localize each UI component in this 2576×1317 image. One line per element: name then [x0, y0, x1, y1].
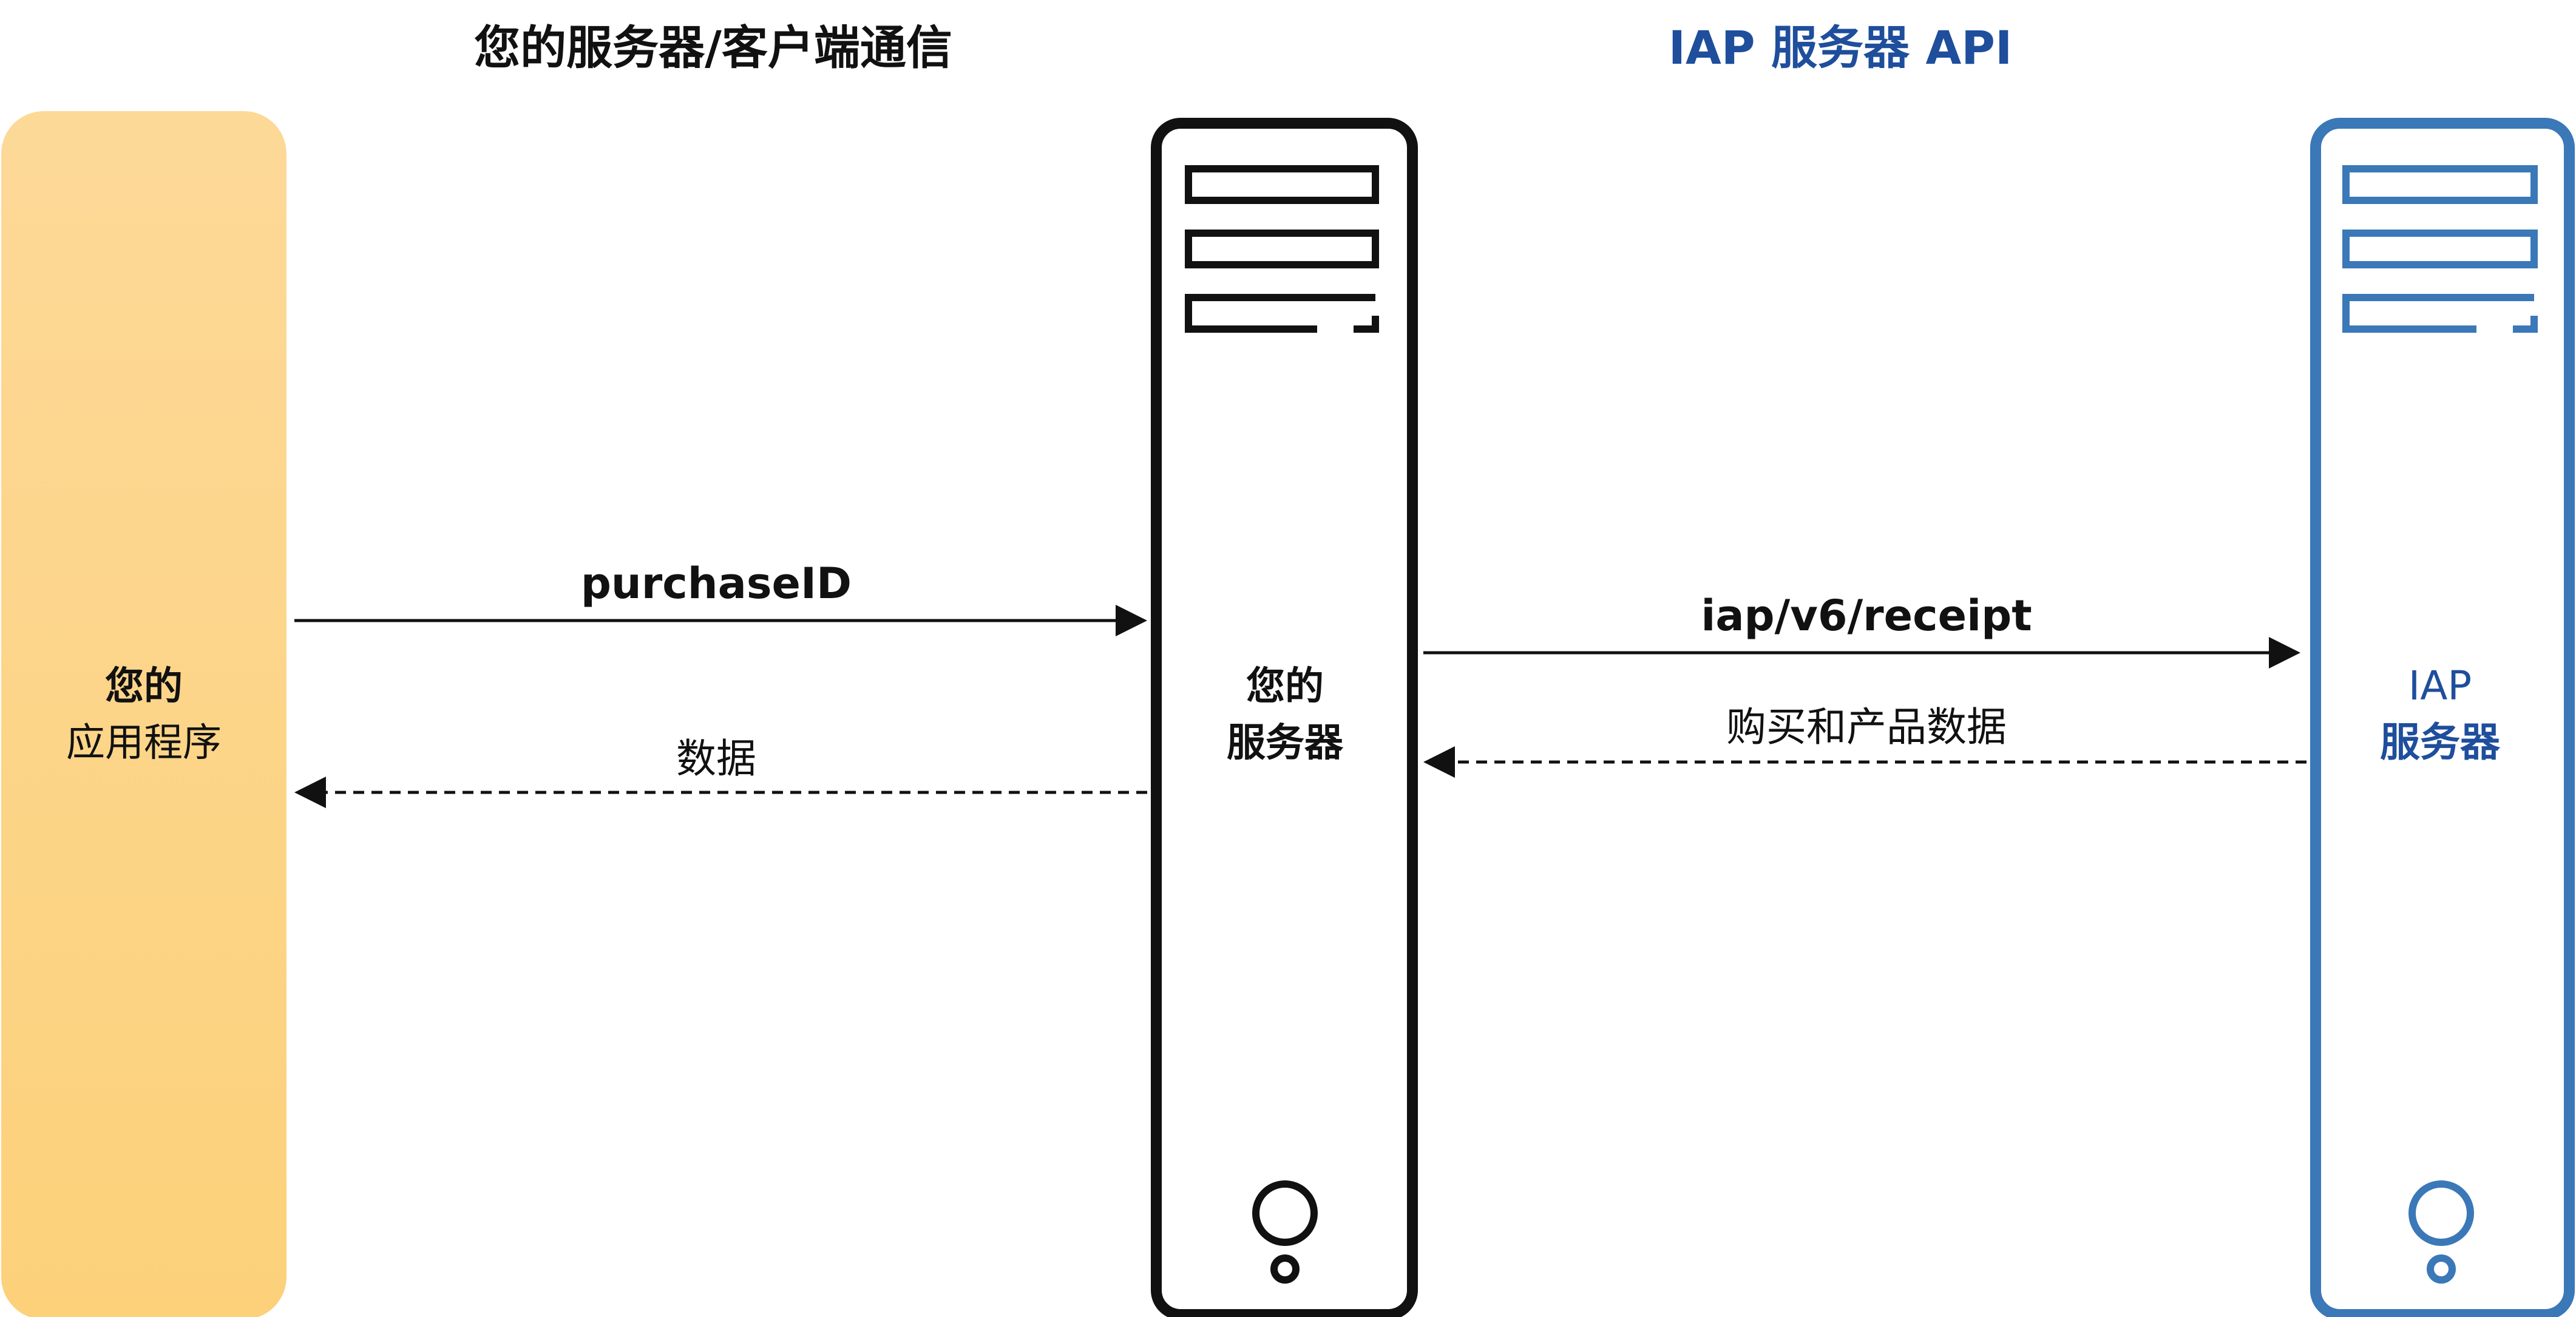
iap-server-rack: IAP 服务器: [2310, 118, 2575, 1317]
server-rack-icon: [1185, 165, 1379, 1284]
server-rack-icon: [2342, 165, 2538, 1284]
purchase-id-label: purchaseID: [581, 559, 852, 608]
iap-server-label-line1: IAP: [2408, 662, 2472, 709]
your-app-label-line1: 您的: [105, 664, 183, 709]
receipt-request-arrow: iap/v6/receipt: [1423, 591, 2300, 669]
purchase-product-data-label: 购买和产品数据: [1726, 704, 2007, 750]
right-section-header: IAP 服务器 API: [1669, 21, 2013, 75]
receipt-endpoint-label: iap/v6/receipt: [1701, 591, 2032, 641]
purchase-id-arrow: purchaseID: [294, 559, 1147, 636]
your-server-rack: 您的 服务器: [1151, 118, 1418, 1317]
data-return-arrow: 数据: [294, 735, 1147, 808]
left-section-header: 您的服务器/客户端通信: [474, 21, 952, 75]
purchase-data-return-arrow: 购买和产品数据: [1423, 704, 2307, 778]
your-server-label-line2: 服务器: [1227, 721, 1344, 766]
your-app-label-line2: 应用程序: [66, 721, 222, 766]
your-app-box: 您的 应用程序: [1, 111, 286, 1317]
iap-server-label-line2: 服务器: [2380, 719, 2501, 766]
data-label: 数据: [676, 735, 756, 782]
your-server-label-line1: 您的: [1246, 664, 1324, 709]
